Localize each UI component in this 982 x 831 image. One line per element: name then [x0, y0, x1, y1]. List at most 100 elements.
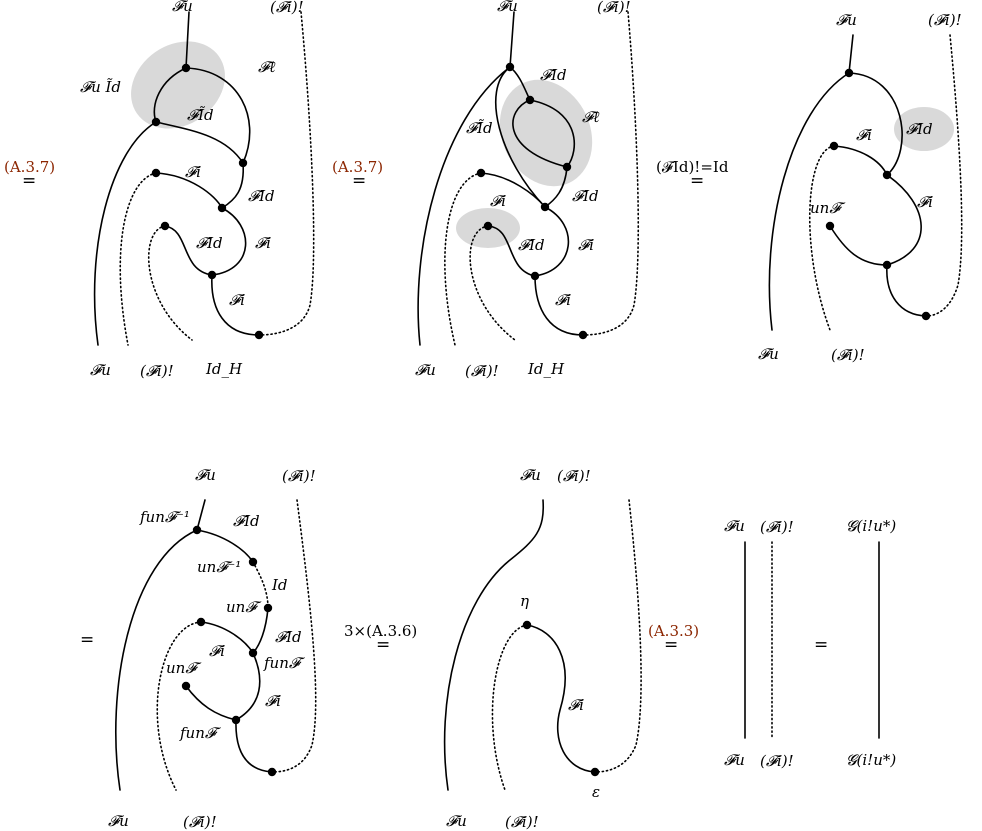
label-FId: 𝓕Id: [248, 187, 275, 205]
label-Fu-Id-tilde: 𝓕u Ĩd: [80, 78, 121, 96]
equality-3: (𝓕Id)!=Id =: [656, 158, 729, 191]
diagram-6: 𝓕u (𝓕i)! 𝓕u (𝓕i)!: [724, 517, 794, 770]
equality-reference: 3×(A.3.6): [344, 622, 417, 640]
equality-4: =: [80, 630, 94, 650]
node: [505, 62, 515, 72]
label-Fi: 𝓕i: [568, 696, 585, 714]
label-Fl: 𝓕ℓ: [258, 58, 275, 76]
equality-2: (A.3.7) =: [332, 158, 383, 191]
equality-5: 3×(A.3.6) =: [344, 622, 417, 655]
node: [151, 168, 161, 178]
label-Fu: 𝓕u: [415, 361, 436, 379]
wire-un-F: [185, 685, 237, 721]
label-Fl: 𝓕ℓ: [582, 108, 599, 126]
wire-Fi-shriek-right: [258, 11, 315, 336]
label-Fu: 𝓕u: [446, 812, 467, 830]
node: [476, 168, 486, 178]
label-G-i-u-star: 𝓖(i!u*): [846, 751, 896, 769]
label-FId-tilde: 𝓕Ĩd: [466, 119, 493, 137]
label-un-F-inv: un𝓕⁻¹: [197, 558, 241, 576]
label-Fu: 𝓕u: [172, 0, 193, 15]
wire-Fi-right: [534, 206, 570, 277]
label-FId: 𝓕Id: [233, 512, 260, 530]
label-Fi-shriek: (𝓕i)!: [760, 518, 794, 536]
diagram-5: 𝓕u (𝓕i)! η 𝓕i ε 𝓕u (𝓕i)!: [443, 466, 642, 831]
node-eta: [522, 620, 532, 630]
label-Fi: 𝓕i: [555, 291, 572, 309]
wire-Fi-right: [235, 652, 261, 721]
wire-Fi-upper: [200, 621, 254, 654]
wire-Fl: [185, 67, 251, 164]
highlight-region: [499, 79, 593, 187]
wire-FId-lower: [164, 225, 213, 276]
equals-sign: =: [664, 635, 678, 655]
label-fun-F: fun𝓕: [179, 724, 222, 742]
label-FId: 𝓕Id: [275, 628, 302, 646]
node: [196, 617, 206, 627]
wire-Id-H: [147, 225, 193, 341]
equality-6: (A.3.3) =: [648, 622, 699, 655]
node: [562, 162, 572, 172]
label-Fi-shriek: (𝓕i)!: [557, 467, 591, 485]
node: [267, 767, 277, 777]
node: [207, 270, 217, 280]
node: [829, 141, 839, 151]
label-Fi: 𝓕i: [265, 692, 282, 710]
label-Fi-shriek: (𝓕i)!: [183, 813, 217, 831]
label-Fi-shriek: (𝓕i)!: [505, 813, 539, 831]
label-Fi: 𝓕i: [856, 126, 873, 144]
wire-Fi-shriek-left: [491, 624, 528, 791]
wire-Fu-out: [115, 529, 198, 791]
wire-Fu-in: [509, 11, 515, 68]
node: [525, 95, 535, 105]
label-epsilon: ε: [592, 783, 600, 801]
label-un-F: un𝓕: [166, 659, 202, 677]
label-Fi-shriek: (𝓕i)!: [928, 11, 962, 29]
label-Fu: 𝓕u: [724, 517, 745, 535]
wire-Fu-in: [196, 499, 206, 531]
wire-FId-tilde: [155, 121, 244, 164]
label-Fi: 𝓕i: [185, 163, 202, 181]
highlight-region: [131, 41, 225, 129]
node: [825, 221, 835, 231]
label-G-i-u-star: 𝓖(i!u*): [846, 517, 896, 535]
wire-Fu-Id-tilde: [153, 67, 187, 123]
label-Id: Id: [271, 576, 288, 594]
node: [231, 715, 241, 725]
label-FId: 𝓕Id: [540, 66, 567, 84]
label-Fu: 𝓕u: [195, 466, 216, 484]
wire-FId-lower: [487, 225, 536, 277]
wire-Fi-shriek-left: [119, 172, 157, 346]
diagram-4: 𝓕u (𝓕i)! fun𝓕⁻¹ 𝓕Id un𝓕⁻¹ Id un𝓕 𝓕Id 𝓕i …: [108, 466, 317, 831]
wire-Fi-shriek-right: [271, 499, 317, 773]
wire-Fl-loop: [529, 99, 576, 168]
wire-un-F: [829, 225, 888, 266]
node-epsilon: [590, 767, 600, 777]
diagram-2: 𝓕u (𝓕i)! 𝓕Id 𝓕Ĩd 𝓕ℓ 𝓕i 𝓕Id 𝓕Id 𝓕i 𝓕i 𝓕u …: [415, 0, 640, 380]
equals-sign: =: [22, 171, 36, 191]
equals-sign: =: [352, 171, 366, 191]
node: [181, 63, 191, 73]
label-Id-H: Id_H: [205, 360, 243, 378]
node: [181, 681, 191, 691]
wire-Fi-lower: [534, 275, 584, 336]
wire-Fi-upper: [833, 145, 888, 176]
label-Fi-shriek: (𝓕i)!: [597, 0, 631, 16]
label-FId-tilde: 𝓕Ĩd: [187, 106, 214, 124]
label-fun-F-inv: fun𝓕⁻¹: [139, 508, 190, 526]
wire-Fi-shriek-left: [808, 145, 835, 331]
label-eta: η: [520, 592, 529, 610]
node: [151, 117, 161, 127]
wire-Id-H: [469, 225, 516, 341]
node: [578, 330, 588, 340]
wire-Fi-shriek-right: [582, 11, 640, 336]
node: [921, 311, 931, 321]
diagram-1: 𝓕u (𝓕i)! 𝓕u Ĩd 𝓕ℓ 𝓕Ĩd 𝓕i 𝓕Id 𝓕Id 𝓕i 𝓕i 𝓕…: [80, 0, 315, 380]
node: [254, 330, 264, 340]
wire-Fi-upper: [480, 172, 546, 208]
label-Fi: 𝓕i: [209, 642, 226, 660]
label-Fu: 𝓕u: [497, 0, 518, 15]
label-FId: 𝓕Id: [906, 120, 933, 138]
wire-Fi-shriek-right: [594, 499, 642, 773]
